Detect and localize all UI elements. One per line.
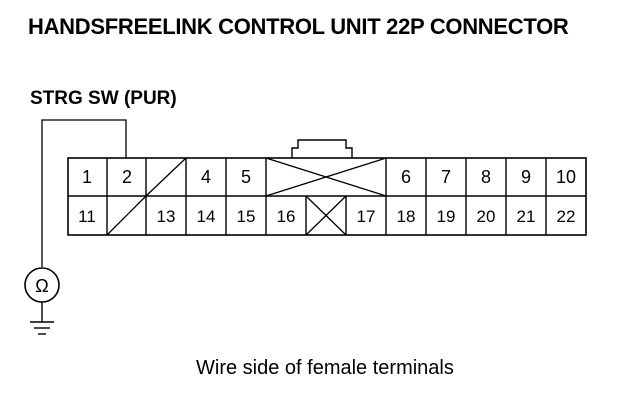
unused-cavity-marks: [106, 157, 387, 236]
pin-label: 1: [82, 167, 92, 187]
pin-label: 5: [241, 167, 251, 187]
pin-label: 19: [437, 207, 456, 226]
pin-label: 17: [357, 207, 376, 226]
pin-label: 13: [157, 207, 176, 226]
ground-icon: [30, 302, 54, 335]
pin-label: 21: [517, 207, 536, 226]
pin-label: 16: [277, 207, 296, 226]
pin-label: 15: [237, 207, 256, 226]
blocked-cavity-row1-b: [265, 157, 387, 197]
blocked-cavity-row2-b: [305, 195, 347, 236]
unused-cavity-3: [145, 157, 187, 197]
row2-pin-labels: 11 13 14 15 16 17 18 19 20 21 22: [78, 207, 575, 226]
pin-label: 8: [481, 167, 491, 187]
connector-body: [67, 157, 587, 236]
pin-label: 4: [201, 167, 211, 187]
ohmmeter-icon: Ω: [24, 267, 60, 303]
row1-dividers: [106, 158, 547, 196]
pin-label: 7: [441, 167, 451, 187]
connector-latch: [291, 139, 353, 158]
pin-label: 11: [78, 207, 96, 226]
row2-dividers: [106, 196, 547, 235]
connector-caption: Wire side of female terminals: [196, 357, 454, 379]
page-title: HANDSFREELINK CONTROL UNIT 22P CONNECTOR: [28, 14, 569, 39]
pin-label: 18: [397, 207, 416, 226]
pin-label: 9: [521, 167, 531, 187]
unused-cavity-12: [106, 195, 147, 236]
pin-label: 20: [477, 207, 496, 226]
pin-label: 14: [197, 207, 216, 226]
pin-label: 10: [556, 167, 576, 187]
pin-label: 22: [557, 207, 576, 226]
pin-label: 6: [401, 167, 411, 187]
row1-pin-labels: 1 2 4 5 6 7 8 9 10: [82, 167, 576, 187]
probe-wire: [41, 119, 127, 267]
pin-label: 2: [122, 167, 132, 187]
wire-label-strg-sw: STRG SW (PUR): [30, 88, 177, 109]
ohm-symbol: Ω: [35, 276, 48, 296]
